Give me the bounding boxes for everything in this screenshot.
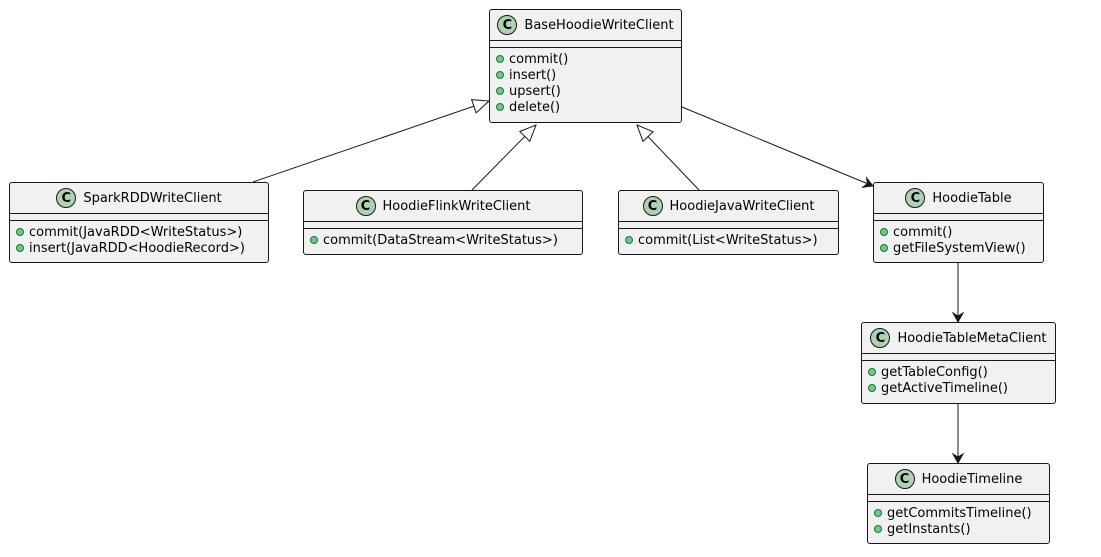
methods-compartment: commit() insert() upsert() delete()	[490, 48, 681, 118]
class-name: HoodieTimeline	[921, 471, 1023, 487]
methods-compartment: getCommitsTimeline() getInstants()	[868, 502, 1049, 540]
class-icon: C	[497, 15, 518, 35]
public-method-icon	[16, 244, 24, 252]
public-method-icon	[496, 71, 504, 79]
edge-flink-extends-base	[471, 125, 536, 191]
class-hoodie-timeline[interactable]: C HoodieTimeline getCommitsTimeline() get…	[867, 463, 1050, 544]
public-method-icon	[880, 244, 888, 252]
method: commit(List<WriteStatus>)	[638, 232, 818, 248]
class-icon: C	[870, 328, 891, 348]
class-name: HoodieJavaWriteClient	[669, 198, 815, 214]
public-method-icon	[496, 103, 504, 111]
class-name: HoodieTable	[932, 190, 1012, 206]
class-name: HoodieFlinkWriteClient	[382, 198, 531, 214]
class-icon: C	[56, 188, 77, 208]
methods-compartment: getTableConfig() getActiveTimeline()	[862, 361, 1055, 399]
edge-base-to-table	[681, 106, 873, 186]
method: insert()	[509, 67, 557, 83]
method: insert(JavaRDD<HoodieRecord>)	[29, 240, 245, 256]
methods-compartment: commit(List<WriteStatus>)	[619, 229, 838, 251]
public-method-icon	[496, 87, 504, 95]
methods-compartment: commit() getFileSystemView()	[874, 221, 1043, 259]
public-method-icon	[868, 384, 876, 392]
public-method-icon	[16, 228, 24, 236]
public-method-icon	[874, 525, 882, 533]
methods-compartment: commit(JavaRDD<WriteStatus>) insert(Java…	[10, 221, 268, 259]
class-base-hoodie-write-client[interactable]: C BaseHoodieWriteClient commit() insert()…	[489, 9, 682, 123]
public-method-icon	[496, 55, 504, 63]
class-hoodie-table-meta-client[interactable]: C HoodieTableMetaClient getTableConfig() …	[861, 322, 1056, 404]
method: commit()	[509, 51, 569, 67]
class-icon: C	[642, 196, 663, 216]
method: getInstants()	[887, 521, 971, 537]
method: upsert()	[509, 83, 561, 99]
method: getActiveTimeline()	[881, 380, 1008, 396]
public-method-icon	[310, 236, 318, 244]
method: commit(JavaRDD<WriteStatus>)	[29, 224, 243, 240]
method: getCommitsTimeline()	[887, 505, 1032, 521]
class-name: SparkRDDWriteClient	[83, 190, 222, 206]
method: commit()	[893, 224, 953, 240]
edge-java-extends-base	[637, 125, 700, 191]
public-method-icon	[868, 368, 876, 376]
class-hoodie-flink-write-client[interactable]: C HoodieFlinkWriteClient commit(DataStrea…	[303, 190, 583, 255]
method: getFileSystemView()	[893, 240, 1026, 256]
class-icon: C	[905, 188, 926, 208]
method: delete()	[509, 99, 561, 115]
class-name: BaseHoodieWriteClient	[524, 17, 674, 33]
method: commit(DataStream<WriteStatus>)	[323, 232, 558, 248]
edge-spark-extends-base	[252, 101, 489, 183]
method: getTableConfig()	[881, 364, 988, 380]
public-method-icon	[625, 236, 633, 244]
public-method-icon	[874, 509, 882, 517]
public-method-icon	[880, 228, 888, 236]
class-name: HoodieTableMetaClient	[897, 330, 1047, 346]
class-icon: C	[355, 196, 376, 216]
class-hoodie-java-write-client[interactable]: C HoodieJavaWriteClient commit(List<Write…	[618, 190, 839, 255]
class-spark-rdd-write-client[interactable]: C SparkRDDWriteClient commit(JavaRDD<Writ…	[9, 182, 269, 263]
class-icon: C	[894, 469, 915, 489]
class-hoodie-table[interactable]: C HoodieTable commit() getFileSystemView(…	[873, 182, 1044, 263]
methods-compartment: commit(DataStream<WriteStatus>)	[304, 229, 582, 251]
